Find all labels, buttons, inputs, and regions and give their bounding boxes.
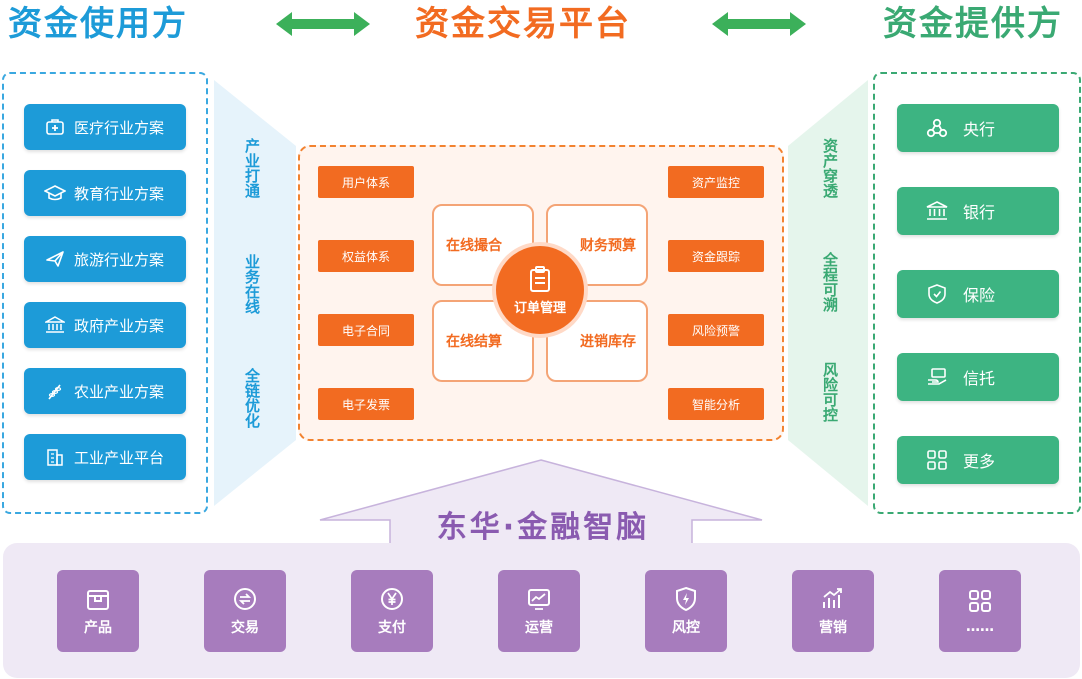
central-bank-icon [925,116,949,140]
more-grid-icon [925,448,949,472]
provider-label: 保险 [963,286,996,305]
tile-label: …… [966,618,994,635]
yuan-coin-icon [379,586,405,612]
left-banner-phrase-3: 全链优化 [243,368,261,428]
capability-operation-tile[interactable]: 运营 [498,570,580,652]
solution-industry-button[interactable]: 工业产业平台 [24,434,186,480]
left-banner-phrase-1: 产业打通 [243,138,261,198]
title-fund-users: 资金使用方 [8,4,188,44]
double-arrow-right-icon [712,12,806,36]
growth-chart-icon [820,586,846,612]
capability-payment-tile[interactable]: 支付 [351,570,433,652]
order-management-hub[interactable]: 订单管理 [492,242,588,338]
provider-insurance-button[interactable]: 保险 [897,270,1059,318]
solution-medical-button[interactable]: 医疗行业方案 [24,104,186,150]
right-banner-phrase-3: 风险可控 [821,362,839,422]
solution-label: 教育行业方案 [74,184,165,203]
monitor-chart-icon [526,586,552,612]
fund-providers-panel: 央行 银行 保险 信托 更多 [873,72,1081,514]
clipboard-icon [527,265,553,297]
capability-trade-tile[interactable]: 交易 [204,570,286,652]
quad-label: 财务预算 [580,238,636,254]
provider-label: 更多 [963,452,996,471]
solution-label: 工业产业平台 [74,448,165,467]
hub-label: 订单管理 [513,300,566,316]
quad-label: 在线结算 [446,334,502,350]
solution-agriculture-button[interactable]: 农业产业方案 [24,368,186,414]
product-box-icon [85,586,111,612]
more-grid-icon [967,588,993,614]
quad-label: 在线撮合 [446,238,502,254]
graduation-cap-icon [44,182,66,204]
capability-marketing-tile[interactable]: 营销 [792,570,874,652]
solution-tourism-button[interactable]: 旅游行业方案 [24,236,186,282]
module-e-invoice[interactable]: 电子发票 [318,388,414,420]
module-e-contract[interactable]: 电子合同 [318,314,414,346]
title-trading-platform: 资金交易平台 [415,4,631,44]
capability-risk-control-tile[interactable]: 风控 [645,570,727,652]
solution-government-button[interactable]: 政府产业方案 [24,302,186,348]
module-risk-warning[interactable]: 风险预警 [668,314,764,346]
tile-label: 产品 [84,619,112,636]
fund-users-panel: 医疗行业方案 教育行业方案 旅游行业方案 政府产业方案 农业产业方案 工业产业平… [2,72,208,514]
financial-brain-title: 东华·金融智脑 [436,510,650,545]
right-banner-phrase-2: 全程可溯 [821,252,839,312]
shield-bolt-icon [673,586,699,612]
wheat-icon [44,380,66,402]
medical-kit-icon [44,116,66,138]
double-arrow-left-icon [276,12,370,36]
module-fund-tracking[interactable]: 资金跟踪 [668,240,764,272]
module-smart-analysis[interactable]: 智能分析 [668,388,764,420]
provider-label: 央行 [963,120,996,139]
provider-more-button[interactable]: 更多 [897,436,1059,484]
factory-building-icon [44,446,66,468]
tile-label: 营销 [819,619,847,636]
provider-label: 信托 [963,369,996,388]
government-building-icon [44,314,66,336]
bank-icon [925,199,949,223]
provider-bank-button[interactable]: 银行 [897,187,1059,235]
trust-hand-icon [925,365,949,389]
module-user-system[interactable]: 用户体系 [318,166,414,198]
solution-label: 农业产业方案 [74,382,165,401]
tile-label: 交易 [231,619,259,636]
provider-label: 银行 [963,203,996,222]
title-fund-providers: 资金提供方 [883,4,1063,44]
airplane-icon [44,248,66,270]
left-banner-shape [214,80,296,506]
capability-product-tile[interactable]: 产品 [57,570,139,652]
solution-label: 旅游行业方案 [74,250,165,269]
solution-education-button[interactable]: 教育行业方案 [24,170,186,216]
module-asset-monitoring[interactable]: 资产监控 [668,166,764,198]
module-rights-system[interactable]: 权益体系 [318,240,414,272]
capability-more-tile[interactable]: …… [939,570,1021,652]
quad-label: 进销库存 [580,334,636,350]
tile-label: 运营 [525,619,553,636]
quad-online-matching[interactable]: 在线撮合 [432,204,534,286]
right-banner-phrase-1: 资产穿透 [821,138,839,198]
provider-trust-button[interactable]: 信托 [897,353,1059,401]
tile-label: 风控 [672,619,700,636]
tile-label: 支付 [378,619,406,636]
provider-central-bank-button[interactable]: 央行 [897,104,1059,152]
exchange-icon [232,586,258,612]
solution-label: 医疗行业方案 [74,118,165,137]
solution-label: 政府产业方案 [74,316,165,335]
right-banner-shape [788,80,868,506]
insurance-shield-icon [925,282,949,306]
left-banner-phrase-2: 业务在线 [243,254,261,314]
